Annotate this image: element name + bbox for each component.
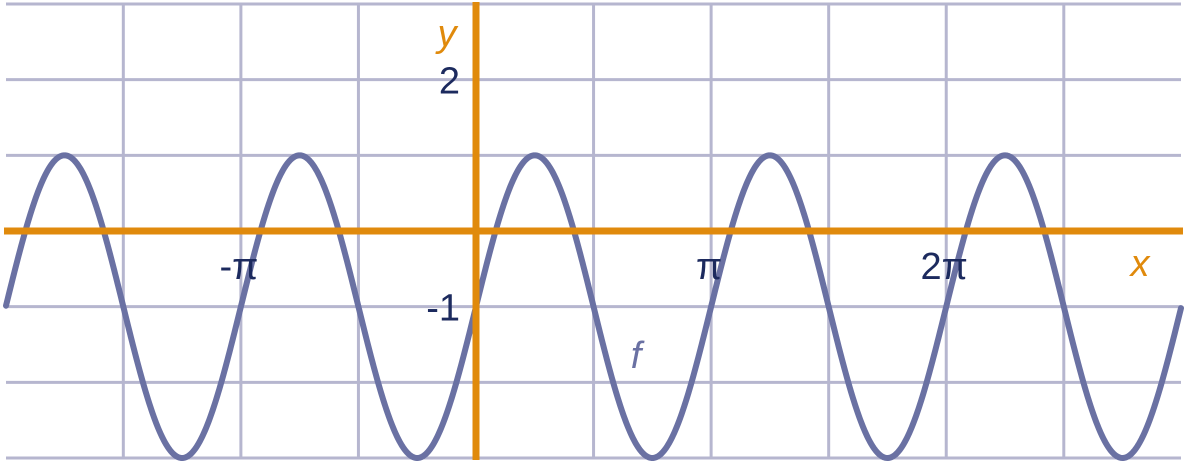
x-axis-label: x <box>1129 243 1152 285</box>
series-label-f: f <box>631 335 645 377</box>
tick-labels: -π π 2π 2 -1 <box>219 61 967 330</box>
y-axis-label: y <box>435 13 459 55</box>
x-tick-label: -π <box>219 246 258 288</box>
y-tick-label: -1 <box>426 288 460 330</box>
function-curve-f <box>3 152 1184 461</box>
y-tick-label: 2 <box>439 61 460 103</box>
x-tick-label: 2π <box>921 246 968 288</box>
x-tick-label: π <box>696 246 722 288</box>
